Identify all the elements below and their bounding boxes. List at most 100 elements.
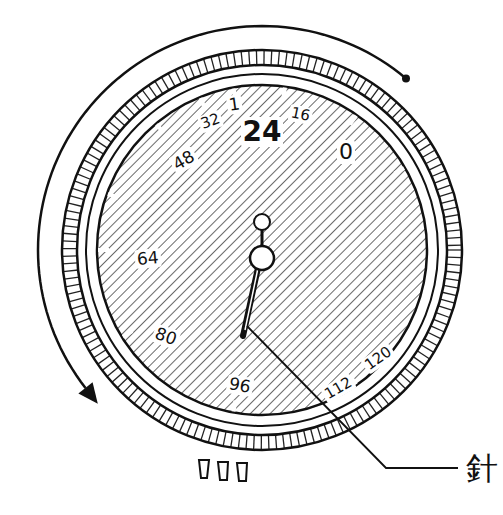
knurl-line — [140, 397, 149, 409]
leader-line — [247, 326, 458, 468]
knurled-ring — [62, 50, 462, 450]
knurl-line — [223, 431, 226, 446]
knurl-line — [313, 58, 317, 72]
knurl-line — [99, 134, 111, 143]
knurl-line — [379, 393, 389, 405]
knurl-line — [374, 397, 383, 409]
knurl-line — [397, 113, 408, 123]
knurl-line — [422, 150, 435, 158]
knurl-line — [186, 421, 192, 435]
knurl-line — [62, 240, 77, 242]
knurl-line — [123, 383, 133, 394]
knurl-line — [447, 244, 462, 246]
knurl-line — [246, 434, 247, 449]
knurl-line — [102, 361, 114, 370]
knurl-line — [406, 125, 418, 134]
knurl-line — [125, 105, 135, 116]
knurl-line — [444, 215, 459, 218]
knurl-line — [276, 435, 277, 450]
knurl-line — [292, 53, 294, 68]
dial-number: 1 — [225, 94, 242, 115]
knurl-line — [218, 55, 221, 70]
knurl-line — [152, 405, 160, 418]
dial-face — [97, 85, 427, 415]
knurl-line — [136, 95, 145, 107]
knurl-line — [400, 373, 411, 383]
knurl-line — [62, 263, 77, 264]
knurl-line — [77, 174, 91, 180]
knurl-line — [63, 233, 78, 234]
knurl-line — [439, 192, 453, 196]
knurl-line — [80, 167, 94, 173]
needle-highlight — [245, 268, 258, 330]
knurl-line — [421, 345, 434, 353]
knurl-line — [283, 434, 285, 449]
arrow-head — [78, 382, 97, 403]
knurl-line — [134, 392, 144, 404]
knurl-line — [411, 131, 423, 140]
knurl-line — [440, 299, 454, 303]
knurl-line — [446, 230, 461, 232]
dial-number: 64 — [134, 247, 161, 268]
knurl-line — [446, 271, 461, 273]
knurl-line — [352, 75, 359, 88]
knurl-line — [447, 256, 462, 258]
ring-outline — [86, 74, 438, 426]
knurl-line — [362, 406, 370, 419]
ring-outline — [77, 65, 447, 435]
knurl-line — [94, 350, 107, 358]
knurl-line — [95, 140, 108, 148]
knurl-line — [415, 137, 427, 145]
knurl-line — [356, 409, 364, 422]
knurl-line — [268, 435, 270, 450]
knurl-line — [179, 418, 185, 432]
knurl-line — [155, 81, 163, 94]
knurl-line — [74, 181, 88, 186]
knurl-line — [63, 270, 78, 272]
knurl-line — [409, 362, 421, 371]
knurl-line — [381, 97, 391, 108]
knurl-line — [104, 127, 116, 136]
knurl-line — [446, 264, 461, 265]
knurl-line — [112, 372, 123, 382]
tick-mark — [157, 124, 164, 132]
knurl-line — [204, 59, 208, 73]
knurl-line — [83, 160, 96, 167]
needle — [243, 268, 258, 336]
knurl-line — [447, 249, 462, 250]
knurl-line — [376, 92, 385, 104]
knurl-line — [161, 77, 169, 90]
knurl-line — [159, 409, 167, 422]
knurl-line — [76, 318, 90, 324]
knurl-line — [424, 339, 437, 346]
knurl-line — [431, 326, 445, 332]
knurl-line — [297, 432, 300, 447]
knurl-line — [358, 79, 366, 92]
knurl-line — [119, 110, 130, 120]
knurl-line — [72, 188, 86, 193]
knurl-line — [324, 424, 329, 438]
knurl-line — [442, 292, 457, 295]
knurl-line — [304, 430, 307, 445]
knurl-line — [117, 378, 128, 388]
knurl-line — [73, 311, 87, 316]
knurl-line — [340, 68, 346, 82]
knurl-line — [62, 248, 77, 249]
knurl-line — [68, 203, 83, 207]
knurl-line — [306, 56, 310, 71]
knurl-line — [70, 196, 84, 200]
knurl-line — [65, 218, 80, 220]
knurl-line — [189, 64, 194, 78]
knurl-line — [216, 430, 219, 445]
index-mark — [199, 460, 209, 478]
index-mark — [218, 462, 228, 480]
knurl-line — [226, 53, 229, 68]
knurl-line — [438, 306, 452, 311]
tick-mark — [234, 401, 236, 412]
knurl-line — [194, 424, 199, 438]
knurl-line — [208, 428, 212, 442]
tick-mark — [123, 331, 132, 337]
knob-pin — [254, 214, 270, 230]
